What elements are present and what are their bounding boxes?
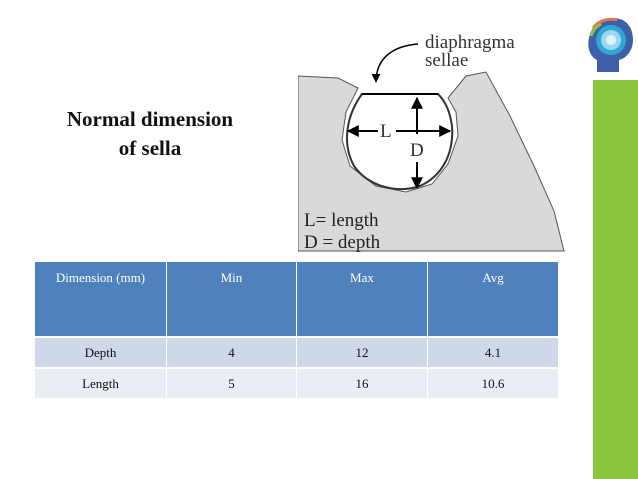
label-diaphragma: diaphragma bbox=[425, 32, 515, 53]
label-D: D bbox=[410, 140, 424, 161]
legend-depth: D = depth bbox=[304, 232, 381, 253]
cell-max: 12 bbox=[296, 336, 428, 368]
diaphragma-pointer bbox=[371, 43, 419, 83]
cell-avg: 4.1 bbox=[427, 336, 558, 368]
cell-min: 4 bbox=[166, 336, 297, 368]
dimension-table: Dimension (mm) Min Max Avg Depth 4 12 4.… bbox=[35, 262, 558, 398]
label-L: L bbox=[380, 121, 392, 142]
slide-title-line-1: Normal dimension bbox=[66, 107, 234, 131]
table-row: Depth 4 12 4.1 bbox=[35, 336, 558, 368]
accent-side-bar bbox=[593, 80, 638, 479]
cell-avg: 10.6 bbox=[427, 367, 558, 398]
bone-region bbox=[298, 71, 565, 252]
cell-min: 5 bbox=[166, 367, 297, 398]
head-profile-logo-icon bbox=[588, 17, 633, 72]
table-row: Length 5 16 10.6 bbox=[35, 367, 558, 398]
label-sellae: sellae bbox=[425, 50, 468, 71]
header-max: Max bbox=[296, 262, 428, 337]
sella-diagram: diaphragma sellae L D L= length D = dept… bbox=[298, 32, 565, 253]
header-min: Min bbox=[166, 262, 297, 337]
header-dimension: Dimension (mm) bbox=[35, 262, 167, 337]
cell-max: 16 bbox=[296, 367, 428, 398]
table-header-row: Dimension (mm) Min Max Avg bbox=[35, 262, 558, 337]
slide-title-line-2: of sella bbox=[118, 136, 182, 160]
slide-title: Normal dimension of sella bbox=[30, 105, 270, 163]
header-avg: Avg bbox=[427, 262, 558, 337]
cell-dimension: Length bbox=[35, 367, 167, 398]
legend-length: L= length bbox=[304, 210, 379, 231]
cell-dimension: Depth bbox=[35, 336, 167, 368]
sella-fossa bbox=[346, 93, 454, 191]
